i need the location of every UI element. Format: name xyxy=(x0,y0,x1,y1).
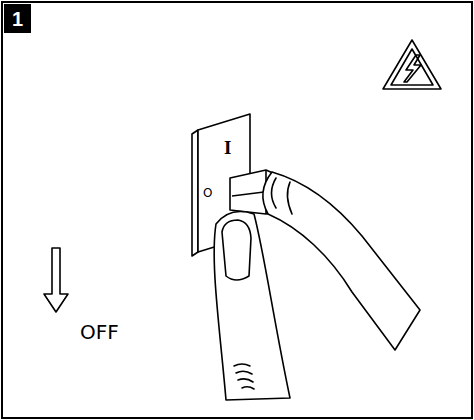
off-instruction: OFF xyxy=(80,322,119,342)
step-number: 1 xyxy=(12,9,23,29)
index-finger xyxy=(263,172,420,350)
thumb xyxy=(214,212,290,400)
step-number-box: 1 xyxy=(4,4,31,33)
warning-triangle xyxy=(383,40,441,89)
on-symbol: I xyxy=(224,138,231,157)
off-symbol: O xyxy=(203,187,212,199)
off-arrow xyxy=(44,248,68,312)
